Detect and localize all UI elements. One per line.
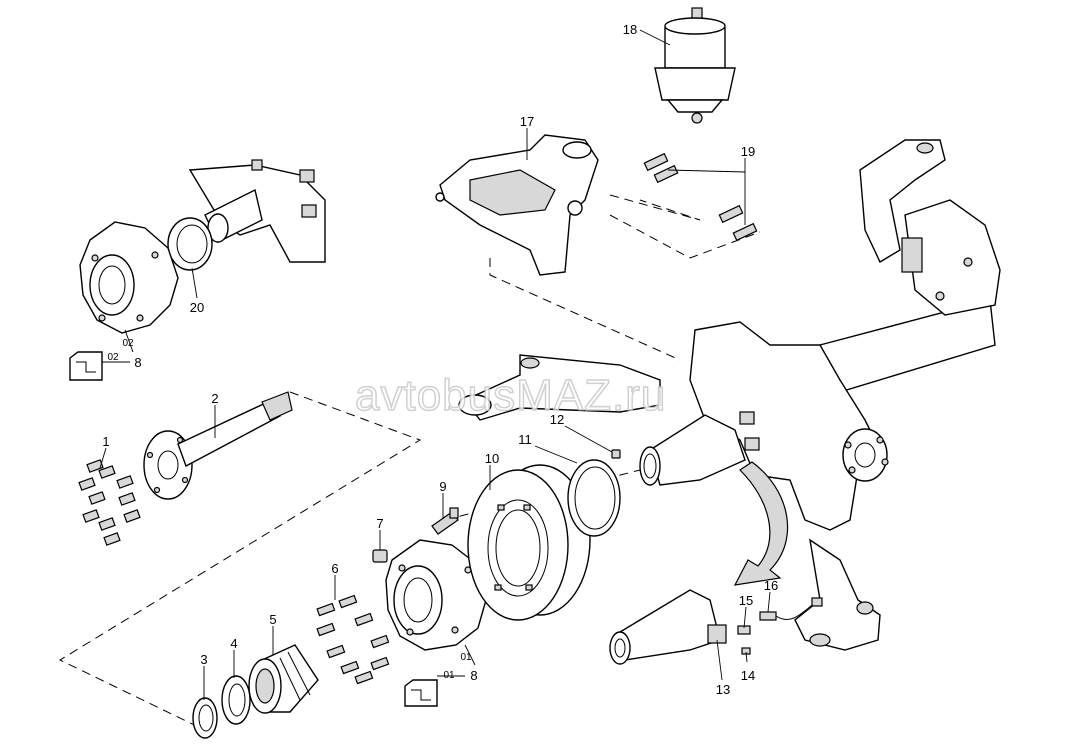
variant-label-upper-icon: 02 — [107, 352, 119, 363]
callout-18: 18 — [623, 22, 637, 37]
upper-axle-housing — [188, 159, 326, 263]
callout-4: 4 — [230, 636, 237, 651]
callout-7: 7 — [376, 516, 383, 531]
axle-beam — [689, 139, 1001, 651]
watermark-text: avtobusMAZ.ru — [355, 371, 666, 420]
hub-lower — [385, 539, 487, 651]
callout-16: 16 — [764, 578, 778, 593]
hub-upper — [79, 221, 179, 334]
detail-arrow — [733, 461, 789, 586]
leader-lines — [99, 29, 771, 700]
nut-7 — [372, 549, 388, 563]
axle-shaft-2 — [143, 391, 293, 500]
brake-caliper-17 — [435, 134, 599, 276]
washer-4 — [221, 675, 251, 725]
callout-8-upper: 8 — [134, 355, 141, 370]
callout-5: 5 — [269, 612, 276, 627]
callout-15: 15 — [739, 593, 753, 608]
bolts-19 — [643, 152, 758, 242]
bolts-1 — [78, 459, 141, 546]
variant-label-upper: 02 — [122, 338, 134, 349]
callout-1: 1 — [102, 434, 109, 449]
callout-11: 11 — [518, 432, 532, 447]
bolt-9 — [431, 507, 459, 535]
spindle-detail — [609, 589, 721, 665]
callout-3: 3 — [200, 652, 207, 667]
callout-13: 13 — [716, 682, 730, 697]
spindle — [639, 411, 760, 486]
seal-ring-20 — [167, 217, 213, 271]
callout-14: 14 — [741, 668, 755, 683]
callout-labels: 1 2 3 4 5 6 7 8 8 9 10 11 12 13 14 15 16… — [102, 22, 778, 697]
steering-arm — [458, 354, 661, 421]
callout-10: 10 — [485, 451, 499, 466]
variant-icon-upper — [69, 351, 103, 381]
abs-sensor-16 — [759, 597, 823, 621]
bearing-5 — [248, 644, 319, 714]
callout-9: 9 — [439, 479, 446, 494]
callout-12: 12 — [550, 412, 564, 427]
variant-label-lower-icon: 01 — [443, 670, 455, 681]
screw-12 — [611, 449, 621, 459]
callout-8-lower: 8 — [470, 668, 477, 683]
variant-icon-lower — [404, 679, 438, 707]
variant-label-lower: 01 — [460, 652, 472, 663]
callout-20: 20 — [190, 300, 204, 315]
abs-ring-11 — [567, 459, 621, 537]
callout-6: 6 — [331, 561, 338, 576]
callout-19: 19 — [741, 144, 755, 159]
callout-2: 2 — [211, 391, 218, 406]
callout-17: 17 — [520, 114, 534, 129]
lock-ring-3 — [192, 697, 218, 739]
brake-chamber-18 — [654, 7, 736, 124]
studs-6 — [316, 594, 390, 685]
brake-disc-10 — [467, 464, 591, 621]
